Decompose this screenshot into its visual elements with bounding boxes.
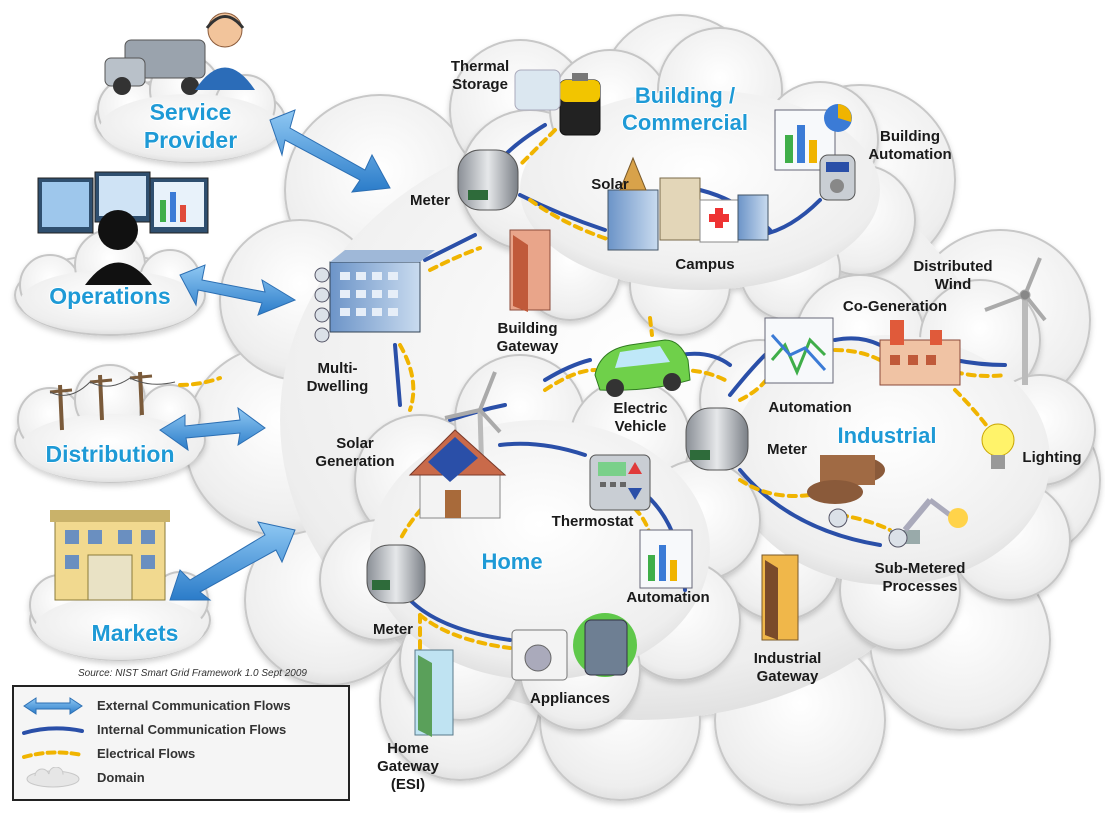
source-caption: Source: NIST Smart Grid Framework 1.0 Se… — [78, 668, 307, 679]
truck-icon — [104, 39, 206, 95]
domain-label-home: Home — [481, 549, 543, 574]
label-solar-building: Solar — [591, 176, 629, 193]
server-appliance-icon — [573, 613, 637, 677]
label-solar-generation: Solar Generation — [315, 435, 395, 470]
house-solar-icon — [408, 429, 507, 519]
distribution-cloud — [14, 364, 206, 483]
label-home-gateway: Home Gateway (ESI) — [377, 740, 439, 793]
label-distributed-wind: Distributed Wind — [913, 258, 993, 293]
label-industrial-gateway: Industrial Gateway — [753, 650, 822, 685]
washing-machine-icon — [511, 629, 568, 681]
factory-icon — [879, 320, 961, 386]
label-meter-industrial: Meter — [766, 441, 807, 458]
power-poles-icon — [49, 371, 176, 431]
building-automation-chart-icon — [774, 104, 856, 201]
building-gateway-door-icon — [509, 229, 551, 312]
legend-item-internal: Internal Communication Flows — [22, 719, 342, 741]
wind-turbine-industrial-icon — [984, 257, 1047, 385]
label-building-automation: Building Automation — [868, 128, 952, 163]
label-campus: Campus — [675, 256, 735, 273]
label-meter-home: Meter — [372, 621, 413, 638]
gauge-icons — [828, 508, 908, 548]
domain-label-building-commercial: Building / Commercial — [622, 83, 748, 135]
campus-buildings-icon — [607, 156, 769, 251]
domain-label-service-provider: Service Provider — [143, 99, 238, 153]
monitors-icon — [37, 171, 209, 234]
multi-dwelling-building-icon — [314, 250, 435, 343]
home-automation-chart-icon — [639, 529, 693, 589]
external-arrow-icon — [23, 697, 83, 715]
legend-item-domain: Domain — [22, 767, 342, 789]
industrial-automation-chart-icon — [764, 317, 834, 384]
legend-item-electrical: Electrical Flows — [22, 743, 342, 765]
internal-flow-line-icon — [22, 726, 84, 735]
label-appliances: Appliances — [529, 690, 611, 707]
legend-label: External Communication Flows — [97, 698, 291, 713]
material-rolls-icon — [807, 455, 885, 504]
legend-item-external: External Communication Flows — [22, 695, 342, 717]
label-thermostat: Thermostat — [551, 513, 634, 530]
label-meter-building: Meter — [409, 192, 450, 209]
domain-cloud-icon — [26, 767, 80, 788]
electric-car-icon — [594, 339, 691, 397]
person-headset-icon — [195, 12, 255, 90]
label-lighting: Lighting — [1022, 449, 1082, 466]
light-bulb-icon — [981, 423, 1015, 469]
meter-home-icon — [366, 544, 426, 604]
battery-icon — [514, 69, 601, 136]
domain-label-operations: Operations — [49, 283, 171, 309]
operator-silhouette-icon — [85, 210, 152, 285]
label-sub-metered-processes: Sub-Metered Processes — [874, 560, 966, 595]
label-thermal-storage: Thermal Storage — [450, 58, 510, 93]
domain-label-industrial: Industrial — [837, 423, 937, 448]
domain-label-markets: Markets — [91, 620, 179, 646]
label-automation-industrial: Automation — [768, 399, 852, 416]
label-electric-vehicle: Electric Vehicle — [613, 400, 668, 435]
thermostat-icon — [589, 454, 651, 511]
meter-industrial-icon — [685, 407, 749, 471]
domain-label-distribution: Distribution — [45, 441, 175, 467]
home-gateway-door-icon — [414, 649, 454, 737]
industrial-gateway-door-icon — [761, 554, 799, 641]
legend-label: Electrical Flows — [97, 746, 196, 761]
label-automation-home: Automation — [626, 589, 710, 606]
electrical-flow-line-icon — [22, 750, 84, 759]
electrical-flows — [178, 128, 1007, 657]
external-arrows — [159, 109, 391, 601]
label-building-gateway: Building Gateway — [496, 320, 559, 355]
legend-label: Domain — [97, 770, 145, 785]
meter-building-icon — [457, 149, 519, 211]
label-co-generation: Co-Generation — [842, 298, 948, 315]
legend: External Communication Flows Internal Co… — [12, 685, 350, 801]
legend-label: Internal Communication Flows — [97, 722, 287, 737]
market-building-icon — [50, 510, 170, 601]
label-multi-dwelling: Multi- Dwelling — [306, 360, 369, 395]
